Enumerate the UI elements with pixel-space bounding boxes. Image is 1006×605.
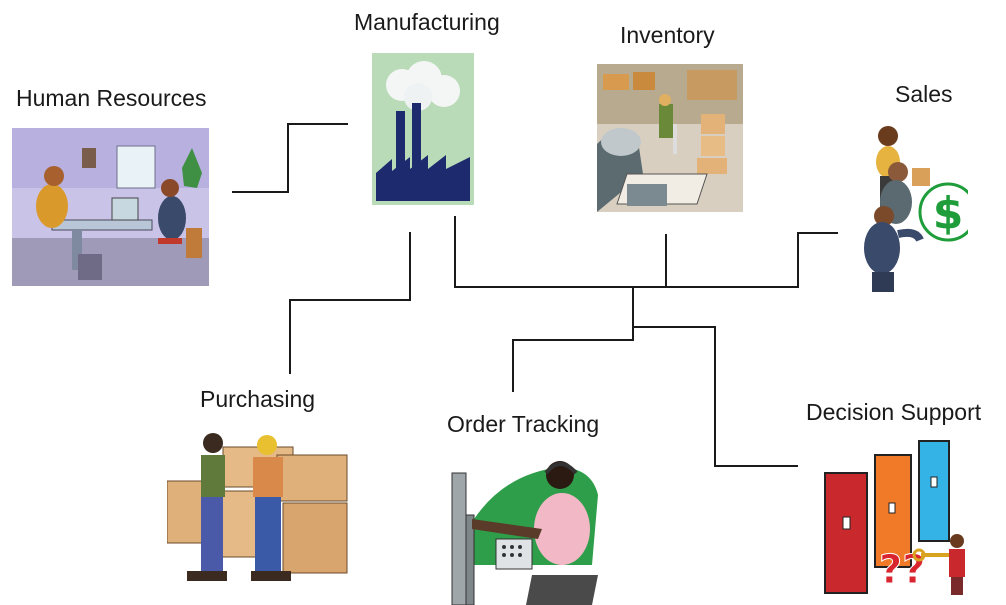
connector-hr-manufacturing	[232, 123, 348, 193]
warehouse-worker-icon	[597, 64, 743, 212]
svg-text:$: $	[933, 188, 964, 239]
connector-hub-order-tracking	[512, 327, 634, 392]
label-inventory: Inventory	[620, 22, 715, 48]
label-order-tracking: Order Tracking	[447, 411, 600, 437]
connector-manufacturing-purchasing	[289, 232, 411, 374]
connector-main-bus	[454, 216, 838, 288]
doors-key-icon: ??	[823, 437, 971, 599]
label-decision-support: Decision Support	[806, 399, 982, 425]
label-manufacturing: Manufacturing	[354, 9, 500, 35]
workers-boxes-icon	[167, 429, 349, 584]
label-purchasing: Purchasing	[200, 386, 316, 412]
label-sales: Sales	[895, 81, 953, 107]
connector-hub-decision-support	[633, 326, 798, 467]
office-meeting-icon	[12, 128, 209, 286]
factory-icon	[372, 53, 474, 205]
label-human-resources: Human Resources	[16, 85, 207, 111]
salespeople-dollar-icon: $	[858, 124, 968, 294]
operator-headset-icon	[442, 455, 612, 605]
svg-text:??: ??	[879, 547, 925, 593]
